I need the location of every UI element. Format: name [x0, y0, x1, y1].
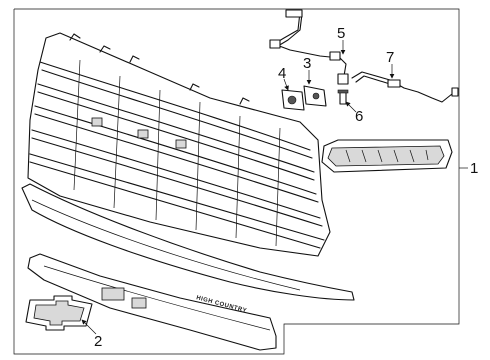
callout-6-leader — [345, 101, 357, 113]
grille-lamp — [321, 139, 453, 173]
callout-4: 4 — [278, 65, 286, 82]
callout-4-leader — [283, 78, 289, 91]
wiring-harness — [269, 9, 349, 85]
grille-assembly — [27, 32, 331, 257]
callout-6: 6 — [355, 108, 363, 125]
callout-5: 5 — [337, 25, 345, 42]
callout-1: 1 — [470, 160, 478, 177]
callout-2: 2 — [94, 333, 102, 350]
retaining-clip — [337, 89, 349, 105]
callout-3: 3 — [303, 55, 311, 72]
callout-7: 7 — [386, 49, 394, 66]
emblem-mounting-bar — [27, 253, 277, 351]
extension-harness — [351, 71, 459, 103]
camera-module — [281, 89, 305, 111]
assembly-bracket-line — [13, 8, 460, 355]
lower-grille-trim — [21, 183, 355, 301]
connector-bracket — [303, 85, 327, 107]
callout-2-leader — [81, 319, 97, 335]
